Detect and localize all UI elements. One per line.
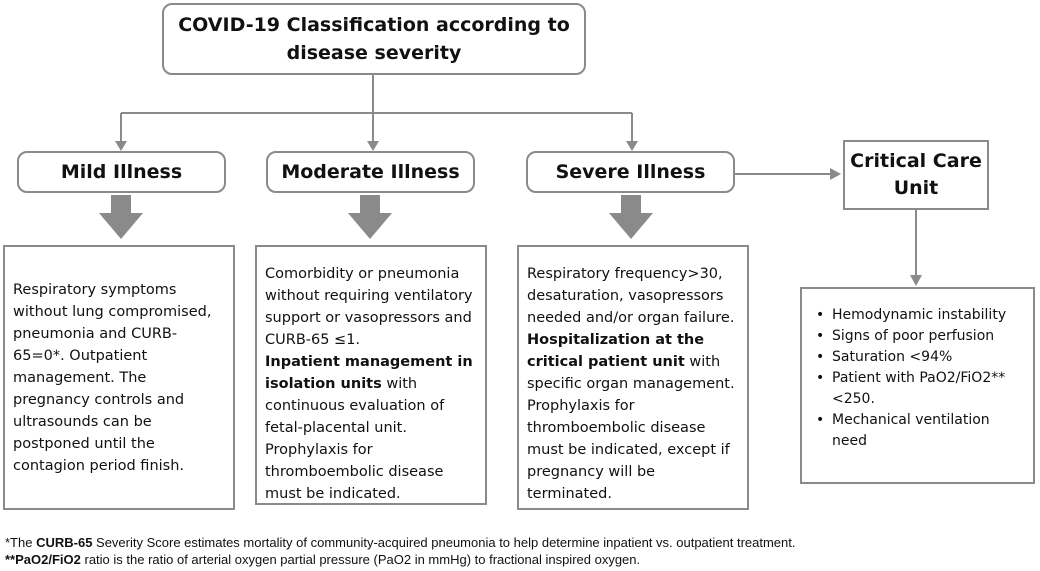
severe-description-part2: with specific organ management. Prophyla…: [527, 354, 735, 502]
mild-description-box: Respiratory symptoms without lung compro…: [3, 245, 235, 510]
moderate-description: Comorbidity or pneumonia without requiri…: [265, 263, 477, 505]
footnote-pao2: **PaO2/FiO2 ratio is the ratio of arteri…: [5, 551, 1035, 568]
category-severe-label: Severe Illness: [555, 161, 706, 183]
severe-description: Respiratory frequency>30, desaturation, …: [527, 263, 739, 505]
footnotes: *The CURB-65 Severity Score estimates mo…: [5, 534, 1035, 568]
arrowhead-mild: [115, 141, 127, 151]
severe-description-part1: Respiratory frequency>30, desaturation, …: [527, 266, 735, 326]
moderate-description-box: Comorbidity or pneumonia without requiri…: [255, 245, 487, 505]
diagram-title-box: COVID-19 Classification according to dis…: [162, 3, 586, 75]
footnote-curb65-text: Severity Score estimates mortality of co…: [92, 535, 796, 550]
arrowhead-moderate: [367, 141, 379, 151]
arrowhead-critical: [830, 168, 841, 180]
critical-care-label-line2: Unit: [893, 177, 939, 199]
critical-criteria-item: Hemodynamic instability: [810, 305, 1025, 326]
critical-criteria-item: Mechanical ventilation need: [810, 410, 1025, 452]
critical-care-label-line1: Critical Care: [850, 150, 982, 172]
footnote-pao2-text: ratio is the ratio of arterial oxygen pa…: [80, 552, 641, 567]
severe-description-box: Respiratory frequency>30, desaturation, …: [517, 245, 749, 510]
moderate-description-bold: Inpatient management in isolation units: [265, 354, 473, 392]
block-arrow-moderate: [348, 195, 392, 239]
category-moderate-box: Moderate Illness: [266, 151, 475, 193]
critical-criteria-list: Hemodynamic instability Signs of poor pe…: [810, 305, 1025, 452]
mild-description: Respiratory symptoms without lung compro…: [13, 281, 212, 474]
block-arrow-mild: [99, 195, 143, 239]
diagram-title: COVID-19 Classification according to dis…: [178, 14, 570, 64]
footnote-curb65-prefix: *The: [5, 535, 37, 550]
footnote-pao2-term: **PaO2/FiO2: [5, 552, 81, 567]
footnote-curb65-term: CURB-65: [36, 535, 93, 550]
critical-criteria-item: Signs of poor perfusion: [810, 326, 1025, 347]
arrowhead-list: [910, 275, 922, 286]
arrowhead-severe: [626, 141, 638, 151]
critical-criteria-item: Saturation <94%: [810, 347, 1025, 368]
moderate-description-part1: Comorbidity or pneumonia without requiri…: [265, 266, 473, 348]
severe-description-bold: Hospitalization at the critical patient …: [527, 332, 705, 370]
moderate-description-part2: with continuous evaluation of fetal-plac…: [265, 376, 445, 502]
critical-care-unit-box: Critical Care Unit: [843, 140, 989, 210]
critical-criteria-box: Hemodynamic instability Signs of poor pe…: [800, 287, 1035, 484]
block-arrow-severe: [609, 195, 653, 239]
category-mild-box: Mild Illness: [17, 151, 226, 193]
category-severe-box: Severe Illness: [526, 151, 735, 193]
footnote-curb65: *The CURB-65 Severity Score estimates mo…: [5, 534, 1035, 551]
category-moderate-label: Moderate Illness: [281, 161, 460, 183]
critical-criteria-item: Patient with PaO2/FiO2** <250.: [810, 368, 1025, 410]
category-mild-label: Mild Illness: [60, 161, 183, 183]
